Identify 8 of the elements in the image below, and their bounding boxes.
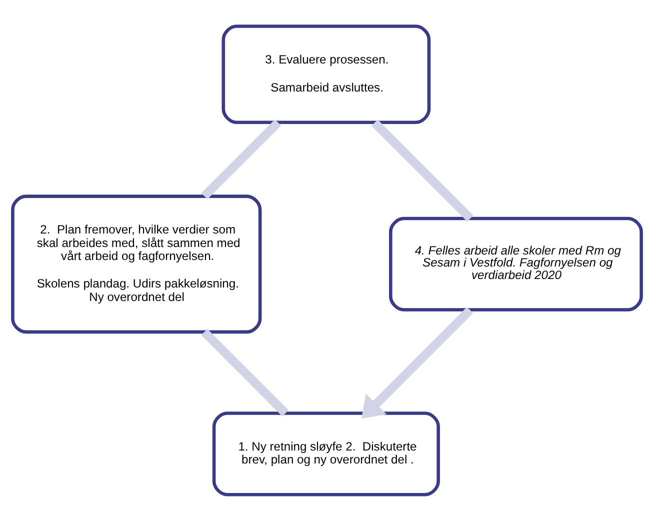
node-box: 2. Plan fremover, hvilke verdier som skal arbeides med, slått sammen med vårt arbeid og fagfornyelsen. Skolens plandag. Udirs pakkeløsning. Ny overordnet del xyxy=(11,194,262,334)
node-box: 1. Ny retning sløyfe 2. Diskuterte brev, plan og ny overordnet del . xyxy=(212,411,440,496)
arrow xyxy=(361,306,474,418)
node-box: 4. Felles arbeid alle skoler med Rm og Sesam i Vestfold. Fagfornyelsen og verdiarbeid 2020 xyxy=(389,216,643,311)
connector xyxy=(201,118,282,199)
connector xyxy=(371,119,474,222)
connector xyxy=(201,328,289,416)
node-box: 3. Evaluere prosessen. Samarbeid avsluttes. xyxy=(222,24,431,124)
